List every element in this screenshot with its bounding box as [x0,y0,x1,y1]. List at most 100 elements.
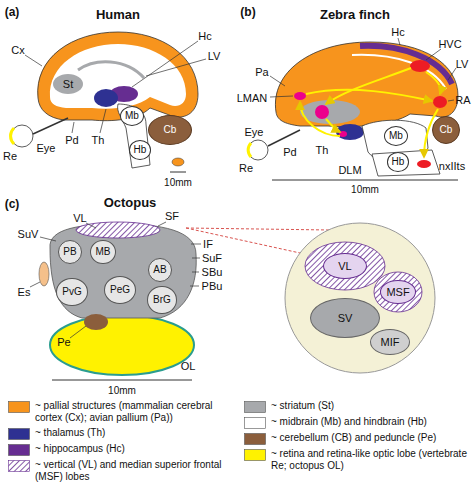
legend-text: ~ vertical (VL) and median superior fron… [35,459,236,483]
region-label: Pd [283,147,296,158]
region-label: SuF [202,253,222,264]
legend-text: ~ midbrain (Mb) and hindbrain (Hb) [271,416,427,428]
legend-entry: ~ thalamus (Th) [8,427,236,440]
leader-line [100,109,106,133]
region-label: Eye [37,143,56,154]
legend-text: ~ retina and retina-like optic lobe (ver… [271,448,470,472]
region-label: St [63,79,73,90]
zoom-line [186,228,300,253]
region-label: PBu [202,281,223,292]
finch-striatum [300,100,360,124]
midbrain-circle: Mb [120,106,144,126]
region-label: Re [3,151,17,162]
midbrain-circle: Mb [384,126,408,146]
leader-line [40,237,56,241]
legend-entry: ~ pallial structures (mammalian cerebral… [8,400,236,424]
lobe-circle: MB [90,240,116,264]
lobe-circle: BrG [147,286,176,314]
region-label: Es [18,287,31,298]
leader-line [448,68,456,80]
lobe-circle: AB [148,258,172,282]
node-text: BrG [153,295,171,305]
optic-lobe [50,315,194,375]
legend-text: ~ thalamus (Th) [35,427,105,439]
legend-entry: ~ retina and retina-like optic lobe (ver… [244,448,470,472]
inset-vertical-lobe [305,242,385,290]
hindbrain-circle: Hb [387,152,410,172]
scale-bar [272,180,458,181]
leader-line [72,122,74,133]
leader-line [398,38,400,45]
legend-swatch [8,428,30,440]
leader-line [448,100,454,101]
region-label: SuV [18,229,39,240]
node-text: Cb [164,125,177,135]
finch-hindbrain [372,150,440,176]
leader-line [30,282,40,287]
hvc-nucleus [410,60,430,72]
panel-letter: (a) [5,6,20,18]
node-text: PB [63,247,76,257]
leader-line [426,49,441,60]
color-swatch [9,429,30,440]
human-retina [11,128,14,144]
color-swatch [9,445,30,456]
leader-line [192,272,199,273]
pathway [300,102,340,136]
panel-title: Zebra finch [320,8,390,21]
lobe-circle: PB [58,240,82,264]
leader-line [70,326,86,338]
leader-line [270,76,285,86]
leader-line [270,96,293,97]
legend-column: ~ pallial structures (mammalian cerebral… [8,400,236,486]
leader-line [192,258,200,259]
region-label: IF [203,239,213,250]
region-label: LV [456,59,469,70]
color-swatch [245,402,266,413]
finch-brain [248,42,458,176]
region-label: RA [455,95,470,106]
leader-line [191,244,201,245]
region-label: nxIIts [439,161,465,172]
legend-swatch [244,433,266,445]
scale-bar [52,380,192,381]
hindbrain-circle: Hb [129,140,152,160]
region-label: OL [181,361,196,372]
region-label: Hc [391,27,404,38]
cerebellum-shape: Cb [148,115,192,145]
human-thalamus [94,89,118,107]
node-text: Mb [125,111,139,121]
lobe-circle: PvG [56,278,87,306]
legend-text: ~ cerebellum (CB) and peduncle (Pe) [271,432,436,444]
leader-line [25,55,42,66]
song-pathways [300,68,440,157]
leader-line [158,222,166,226]
region-label: Hc [198,31,211,42]
scale-label: 10mm [351,185,379,195]
node-text: SV [338,313,353,324]
legend-entry: ~ vertical (VL) and median superior fron… [8,459,236,483]
panel-letter: (b) [240,6,255,18]
region-label: Pe [57,337,70,348]
region-label: LV [208,51,221,62]
finch-retina [248,143,251,157]
human-brain [11,32,198,168]
legend-swatch [244,401,266,413]
lobe-ellipse: MIF [370,329,410,355]
legend-swatch [8,460,30,472]
human-optic-nerve [33,118,68,134]
legend-text: ~ pallial structures (mammalian cerebral… [35,400,236,424]
human-ventricle [78,62,144,78]
legend-swatch [8,401,30,413]
node-text: AB [153,265,166,275]
human-scale [170,158,186,172]
leader-line [190,286,199,287]
inset-circle [285,223,435,373]
human-striatum [53,74,83,94]
node-text: PvG [62,287,81,297]
region-label: Re [239,163,253,174]
peduncle [84,314,108,330]
panel-title: Human [96,8,140,21]
region-label: Pd [65,135,78,146]
